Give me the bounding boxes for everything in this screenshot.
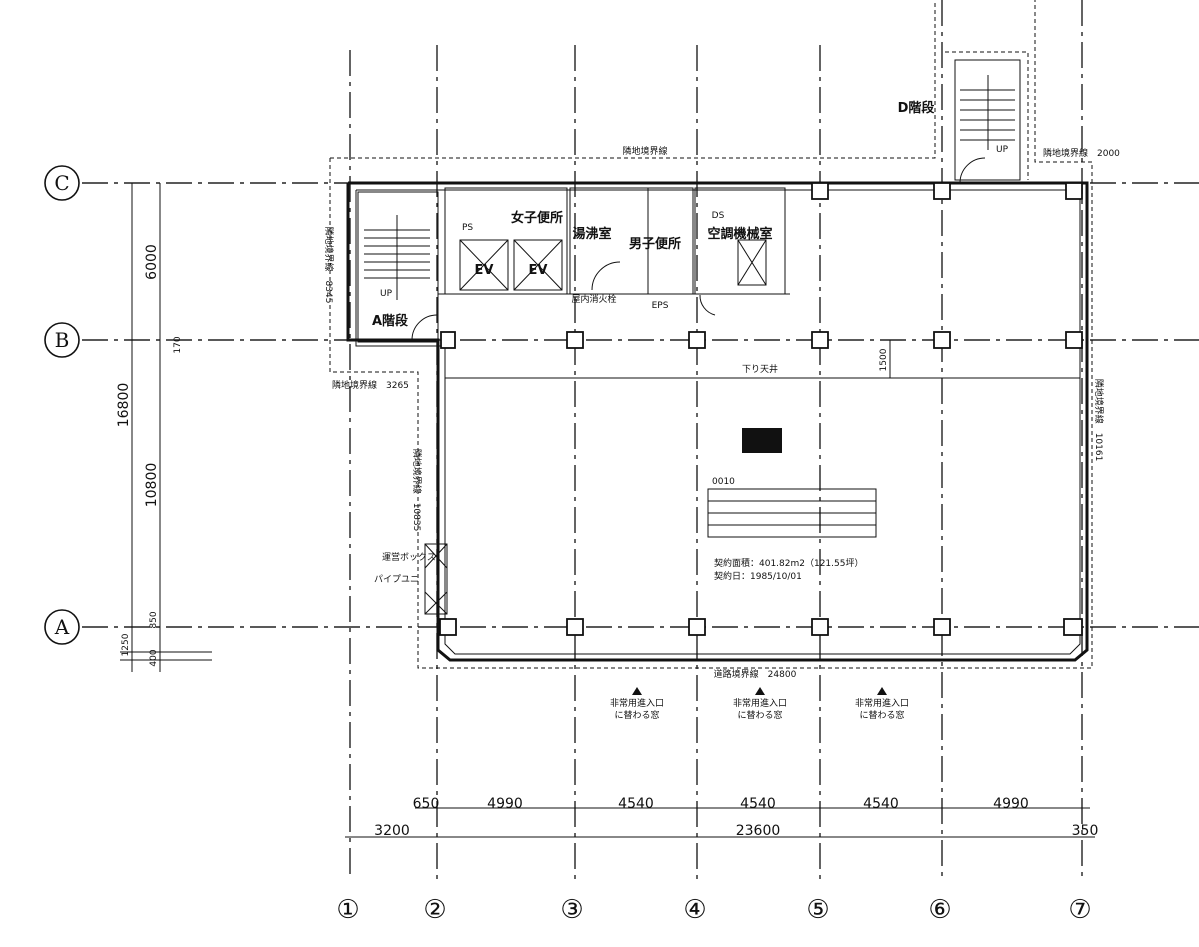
dim-4540-b: 4540: [740, 796, 776, 812]
note-boundary-bottom: 道路境界線 24800: [714, 668, 797, 680]
label-eps: EPS: [652, 301, 669, 311]
dim-4540-c: 4540: [863, 796, 899, 812]
dim-4540-a: 4540: [618, 796, 654, 812]
emergency-labels: 非常用進入口 に替わる窓 非常用進入口 に替わる窓 非常用進入口 に替わる窓: [610, 697, 909, 721]
note-boundary-top-right: 隣地境界線 2000: [1043, 147, 1120, 159]
boundary-notes: 隣地境界線 隣地境界線 2000 隣地境界線 8345 隣地境界線 3265 隣…: [323, 145, 1120, 680]
note-room-no: 0010: [712, 477, 735, 487]
emergency-2-line1: 非常用進入口: [733, 697, 787, 709]
dim-400: 400: [149, 649, 159, 666]
label-ps: PS: [462, 223, 473, 233]
room-stair-d: D階段: [898, 100, 935, 116]
note-meter-box: 運営ボックス: [382, 551, 436, 563]
room-labels: 女子便所 男子便所 湯沸室 空調機械室 A階段 D階段 EV EV PS EPS…: [372, 100, 1009, 329]
dimension-labels-left: 16800 6000 10800 170 850 1250 400 1500: [116, 244, 889, 666]
col-axis-5: ⑤: [806, 895, 829, 925]
structural-columns: [439, 182, 1083, 636]
dim-170: 170: [173, 336, 183, 353]
room-pantry: 湯沸室: [572, 226, 611, 242]
ink-blot: [742, 428, 782, 453]
stair-a-treads: [364, 215, 430, 300]
core-partitions: [357, 187, 786, 343]
dimension-lines: [120, 183, 1095, 838]
note-ceiling: 下り天井: [742, 363, 778, 375]
label-ds: DS: [712, 211, 725, 221]
note-boundary-right: 隣地境界線 10161: [1093, 379, 1105, 462]
note-boundary-left-mid: 隣地境界線 3265: [332, 379, 409, 391]
emergency-3-line1: 非常用進入口: [855, 697, 909, 709]
grid-lines-vertical: [349, 0, 1083, 880]
building-walls: [346, 181, 1089, 662]
dimension-labels-top: 650 4990 4540 4540 4540 4990: [413, 796, 1029, 812]
label-ev-1: EV: [475, 263, 494, 278]
stair-d: [954, 59, 1021, 184]
room-mens-wc: 男子便所: [629, 236, 681, 252]
pipe-units: [424, 543, 448, 615]
row-axis-c: C: [44, 165, 80, 201]
dim-1250: 1250: [121, 633, 131, 656]
col-axis-6: ⑥: [928, 895, 951, 925]
dim-350: 350: [1072, 823, 1099, 839]
col-axis-1: ①: [336, 895, 359, 925]
label-up-d: UP: [996, 145, 1009, 155]
dim-4990-b: 4990: [993, 796, 1029, 812]
dim-4990-a: 4990: [487, 796, 523, 812]
room-womens-wc: 女子便所: [511, 210, 563, 226]
dimension-labels-bottom: 3200 23600 350: [374, 823, 1098, 839]
label-ev-2: EV: [529, 263, 548, 278]
dim-1500: 1500: [879, 348, 889, 371]
row-axis-b: B: [44, 322, 80, 358]
dim-16800: 16800: [116, 383, 132, 428]
col-axis-2: ②: [423, 895, 446, 925]
column-axis-labels: ① ② ③ ④ ⑤ ⑥ ⑦: [336, 895, 1091, 925]
emergency-1-line1: 非常用進入口: [610, 697, 664, 709]
row-axis-a: A: [44, 609, 80, 645]
note-pipe-unit: パイプユニ: [374, 574, 419, 585]
dim-650: 650: [413, 796, 440, 812]
dim-6000: 6000: [144, 244, 160, 280]
emergency-1-line2: に替わる窓: [614, 709, 659, 721]
site-boundary: [329, 0, 1093, 669]
emergency-markers: [632, 687, 887, 695]
dim-10800: 10800: [144, 463, 160, 508]
label-up-a: UP: [380, 289, 393, 299]
room-stair-a: A階段: [372, 313, 408, 329]
room-machine: 空調機械室: [707, 226, 772, 242]
note-boundary-left-top: 隣地境界線 8345: [323, 227, 335, 304]
row-axis-label: A: [54, 615, 70, 639]
dim-23600: 23600: [736, 823, 781, 839]
note-date: 契約日：1985/10/01: [714, 570, 802, 582]
col-axis-4: ④: [683, 895, 706, 925]
col-axis-3: ③: [560, 895, 583, 925]
dim-3200: 3200: [374, 823, 410, 839]
col-axis-7: ⑦: [1068, 895, 1091, 925]
row-axis-label: B: [55, 328, 70, 352]
room-info-box: [707, 428, 877, 538]
row-axis-label: C: [54, 171, 69, 195]
emergency-2-line2: に替わる窓: [737, 709, 782, 721]
note-boundary-left-low: 隣地境界線 10835: [411, 449, 423, 532]
emergency-3-line2: に替わる窓: [859, 709, 904, 721]
note-boundary-top: 隣地境界線: [622, 145, 667, 157]
dim-850: 850: [149, 611, 159, 628]
note-area: 契約面積：401.82m2（121.55坪）: [714, 557, 863, 569]
label-fire-hydrant: 屋内消火栓: [571, 293, 616, 305]
